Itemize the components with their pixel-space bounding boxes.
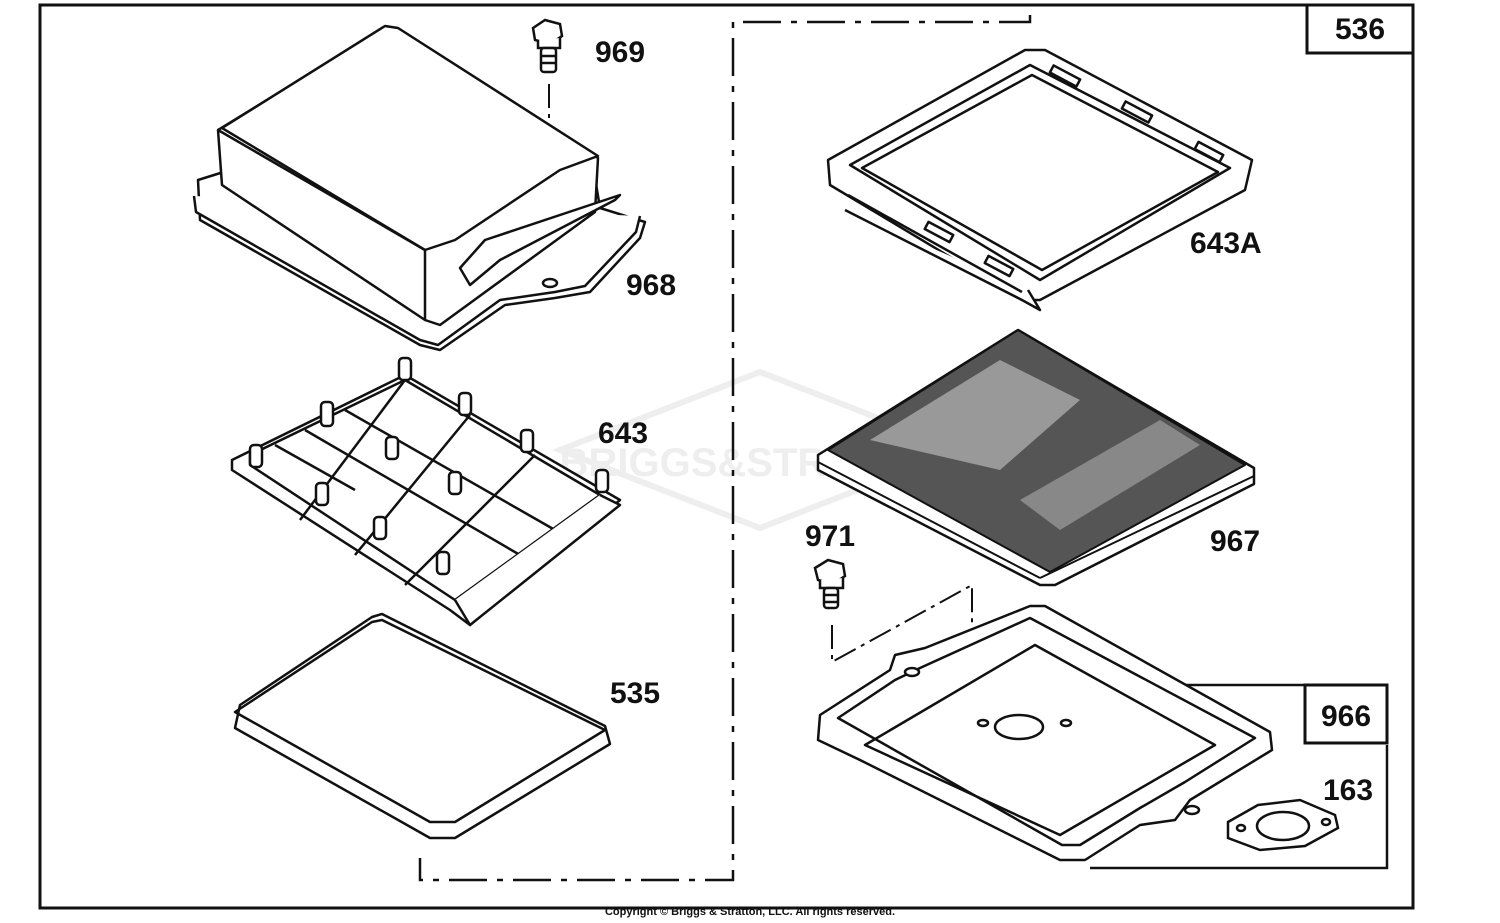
label-163: 163 [1323,774,1373,807]
air-cleaner-base-966 [818,606,1272,860]
label-969: 969 [595,36,645,69]
label-535: 535 [610,677,660,710]
assembly-bracket [418,15,1032,882]
air-cleaner-cover-968 [194,26,645,350]
label-966: 966 [1321,700,1371,733]
screw-969 [533,20,562,72]
gasket-163 [1228,800,1338,850]
diagram-frame [38,3,1415,910]
gasket-643a [828,50,1252,310]
label-967: 967 [1210,525,1260,558]
assembly-box-536: 536 [1305,3,1415,55]
label-643: 643 [598,417,648,450]
screw-971 [815,560,845,608]
assembly-box-966: 966 [1090,683,1389,870]
label-536: 536 [1335,13,1385,46]
copyright-notice: Copyright © Briggs & Stratton, LLC. All … [604,906,896,918]
label-968: 968 [626,269,676,302]
label-971: 971 [805,520,855,553]
screw-971-axis [831,583,973,722]
label-643a: 643A [1190,227,1262,260]
pre-cleaner-535 [235,614,610,838]
paper-filter-967 [818,330,1254,585]
grid-insert-643 [232,358,620,625]
